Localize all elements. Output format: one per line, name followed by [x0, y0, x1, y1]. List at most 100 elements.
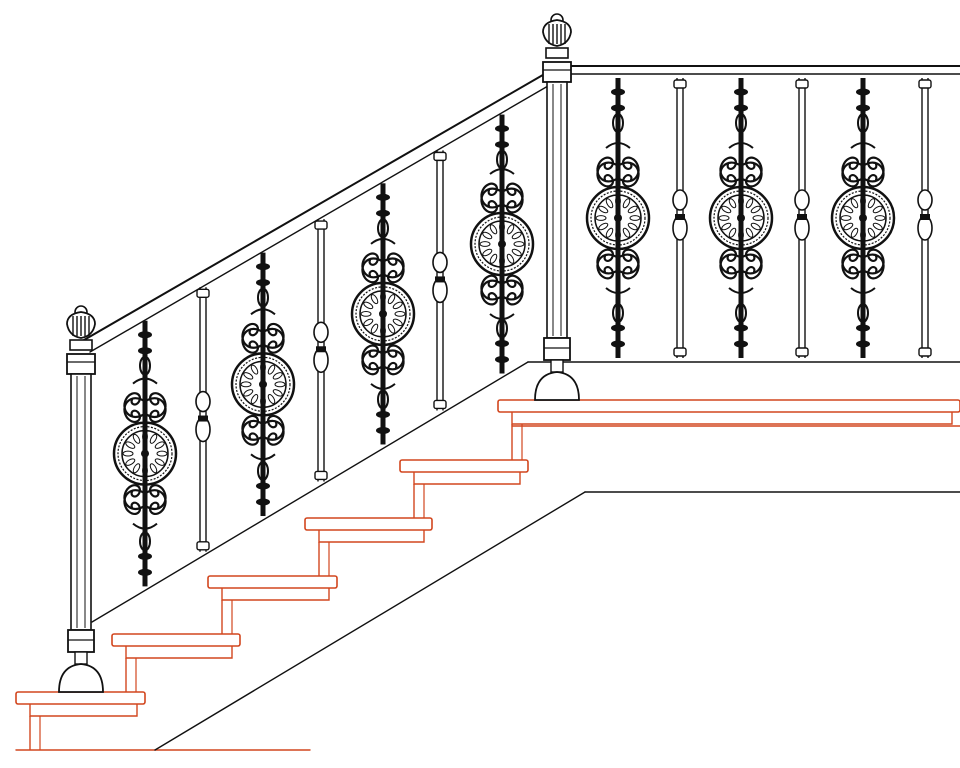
baluster-collar — [256, 279, 270, 287]
scroll-curl — [480, 187, 504, 214]
baluster-ring — [797, 214, 807, 220]
baluster-collar — [611, 104, 625, 112]
scroll-curl — [596, 248, 620, 275]
scroll-cap — [728, 287, 754, 294]
tread-nosing — [207, 575, 338, 589]
post-shaft — [70, 373, 92, 631]
scroll-curl — [861, 253, 885, 280]
scroll-curl — [123, 484, 147, 511]
scroll-cap — [605, 142, 631, 149]
scroll-curl — [143, 392, 167, 419]
scroll-curl — [841, 161, 865, 188]
plain-baluster — [794, 78, 810, 358]
post-neck — [550, 359, 564, 373]
scroll-curl — [739, 161, 763, 188]
scroll-curl — [719, 161, 743, 188]
tread-nosing — [304, 517, 433, 531]
scroll-curl — [261, 322, 285, 349]
baluster-collar — [256, 263, 270, 271]
scroll-curl — [861, 161, 885, 188]
post-bell-foot — [534, 371, 580, 401]
scroll-curl — [616, 156, 640, 183]
scroll-cap — [850, 287, 876, 294]
ornate-baluster — [469, 114, 535, 374]
baluster-knob — [794, 189, 810, 211]
newel-post — [58, 305, 104, 693]
scroll-curl — [361, 257, 385, 284]
scroll-cap — [605, 287, 631, 294]
baluster-ring — [920, 214, 930, 220]
scroll-curl — [480, 279, 504, 306]
rosette-medallion — [350, 281, 416, 347]
newel-post-group — [58, 13, 580, 693]
scroll-curl — [500, 182, 524, 209]
plain-baluster — [917, 78, 933, 358]
post-bell-foot — [58, 663, 104, 693]
scroll-curl — [123, 489, 147, 516]
scroll-cap — [489, 168, 515, 175]
stair-tread — [15, 691, 146, 750]
baluster-collar — [138, 347, 152, 355]
handrail-top-line — [83, 71, 549, 341]
finial-collar — [545, 47, 569, 59]
baluster-collar — [734, 340, 748, 348]
handrail-bottom-line — [89, 85, 549, 353]
baluster-knob — [195, 390, 211, 413]
scroll-cap — [370, 383, 396, 390]
tread-nosing — [111, 633, 241, 647]
baluster-cap — [433, 151, 447, 162]
plain-baluster — [195, 287, 211, 552]
baluster-collar — [611, 88, 625, 96]
scroll-curl — [500, 187, 524, 214]
scroll-curl — [381, 252, 405, 279]
scroll-curl — [719, 253, 743, 280]
rosette-medallion — [112, 421, 178, 486]
scroll-cap — [728, 142, 754, 149]
baluster-collar — [495, 356, 509, 364]
scroll-curl — [841, 248, 865, 275]
baluster-ring — [435, 276, 445, 283]
baluster-collar — [376, 209, 390, 217]
baluster-collar — [734, 104, 748, 112]
scroll-curl — [143, 397, 167, 424]
scroll-curl — [739, 248, 763, 275]
baluster-collar — [856, 88, 870, 96]
tread-nosing — [399, 459, 529, 473]
scroll-curl — [480, 274, 504, 301]
finial-collar — [69, 339, 93, 351]
baluster-foot — [196, 541, 210, 551]
stair-tread — [497, 399, 960, 460]
tread-lip — [511, 412, 953, 425]
plain-baluster — [672, 78, 688, 358]
scroll-curl — [381, 349, 405, 376]
baluster-collar — [734, 88, 748, 96]
rosette-medallion — [585, 185, 651, 251]
scroll-curl — [596, 253, 620, 280]
post-base-block — [67, 629, 95, 653]
baluster-collar — [256, 498, 270, 506]
scroll-curl — [241, 419, 265, 446]
baluster-cap — [314, 220, 328, 230]
baluster-collar — [856, 324, 870, 332]
baluster-collar — [495, 125, 509, 133]
scroll-cap — [489, 313, 515, 321]
scroll-curl — [841, 253, 865, 280]
tread-lip — [125, 646, 233, 659]
scroll-curl — [861, 156, 885, 183]
ornate-baluster — [230, 252, 296, 517]
stringer-line — [154, 491, 586, 751]
baluster-collar — [138, 331, 152, 339]
baluster-collar — [138, 568, 152, 576]
scroll-curl — [381, 257, 405, 284]
scroll-curl — [500, 279, 524, 306]
baluster-collar — [376, 426, 390, 434]
scroll-curl — [241, 414, 265, 441]
post-capital — [66, 353, 96, 375]
baluster-foot — [433, 399, 447, 410]
baluster-collar — [376, 410, 390, 418]
baluster-collar — [734, 324, 748, 332]
baluster-group — [112, 78, 933, 587]
baluster-knob — [313, 321, 329, 344]
baluster-foot — [314, 470, 328, 481]
post-neck — [74, 651, 88, 665]
